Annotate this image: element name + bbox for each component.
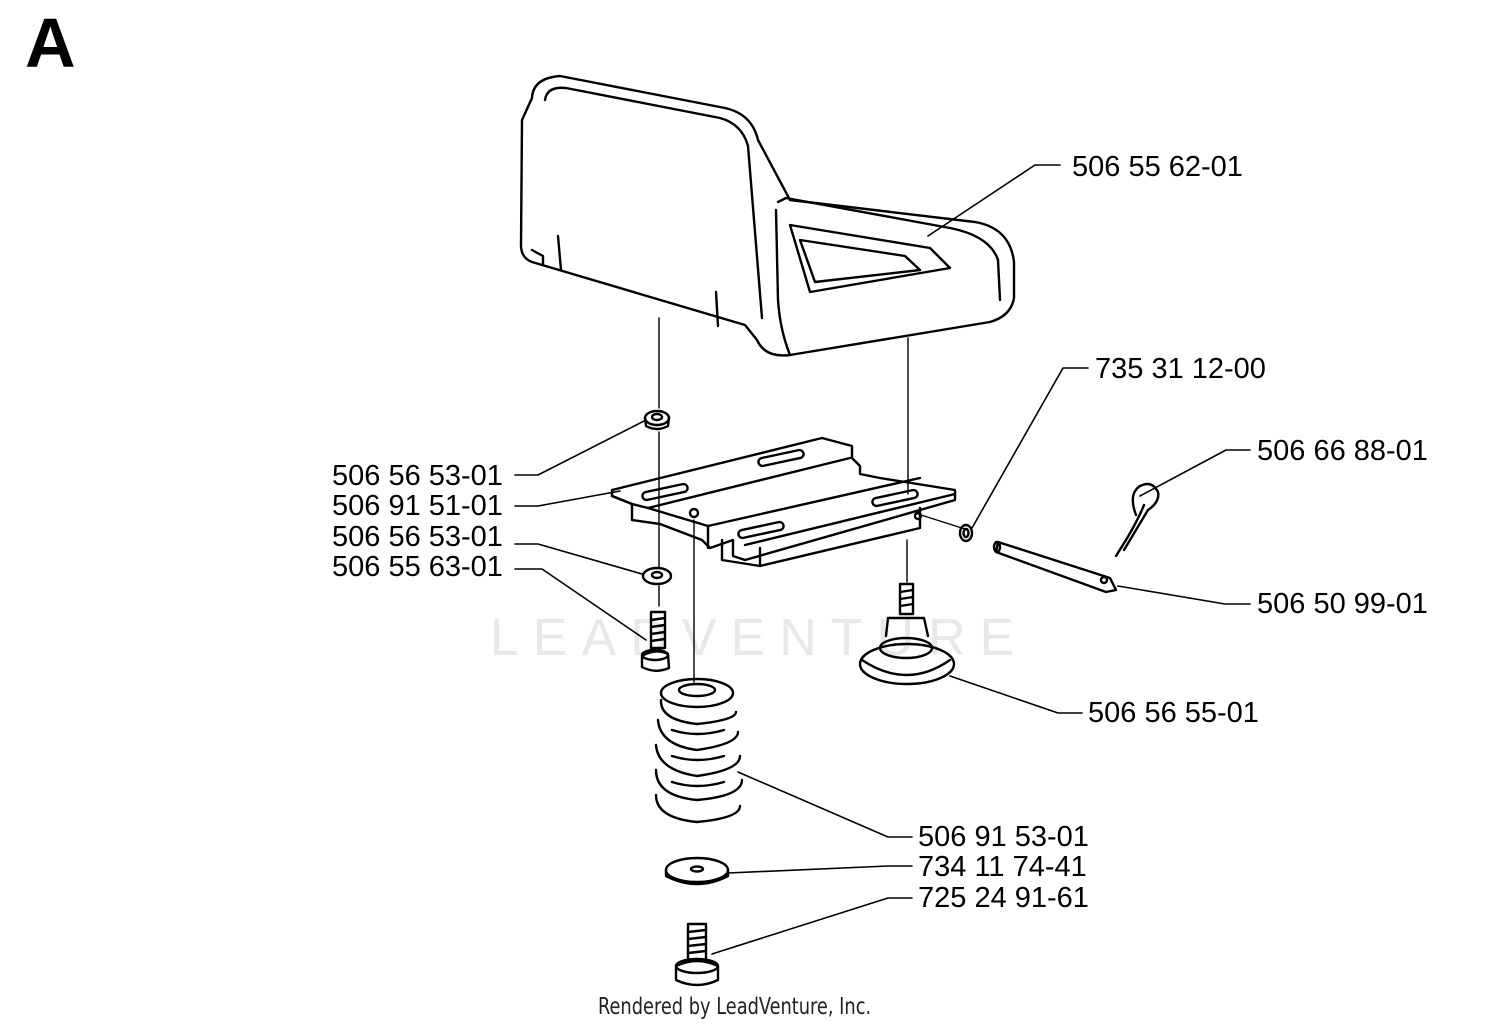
nut-top-drawing [643, 409, 671, 431]
bracket-drawing [610, 436, 957, 568]
part-label-hairpin: 506 66 88-01 [1257, 435, 1428, 467]
nut-lower-drawing [641, 566, 673, 586]
part-label-spring: 506 91 53-01 [918, 821, 1089, 853]
part-label-bolt: 725 24 91-61 [918, 882, 1089, 914]
section-letter: A [25, 4, 76, 82]
seat-drawing [519, 74, 1016, 357]
spring-drawing [654, 677, 744, 824]
part-label-seat: 506 55 62-01 [1072, 151, 1243, 183]
screw-drawing [640, 610, 671, 672]
hairpin-drawing [1114, 482, 1160, 558]
knob-drawing [858, 582, 956, 686]
leader-lines [514, 164, 1251, 955]
pin-drawing [992, 540, 1118, 594]
bolt-drawing [674, 922, 720, 987]
part-label-pin: 506 50 99-01 [1257, 588, 1428, 620]
assembly-lines [658, 317, 969, 683]
washer-drawing [664, 856, 730, 886]
part-label-nut-lower: 506 56 53-01 [332, 521, 503, 553]
part-label-washer: 734 11 74-41 [918, 851, 1087, 883]
clip-washer-drawing [958, 523, 974, 543]
part-label-bracket: 506 91 51-01 [332, 490, 503, 522]
part-label-nut-top: 506 56 53-01 [332, 460, 503, 492]
part-label-knob: 506 56 55-01 [1088, 697, 1259, 729]
footer-credit: Rendered by LeadVenture, Inc. [598, 994, 872, 1020]
part-label-clip-washer: 735 31 12-00 [1095, 353, 1266, 385]
watermark: LEADVENTURE [490, 609, 1029, 667]
part-label-screw: 506 55 63-01 [332, 551, 503, 583]
